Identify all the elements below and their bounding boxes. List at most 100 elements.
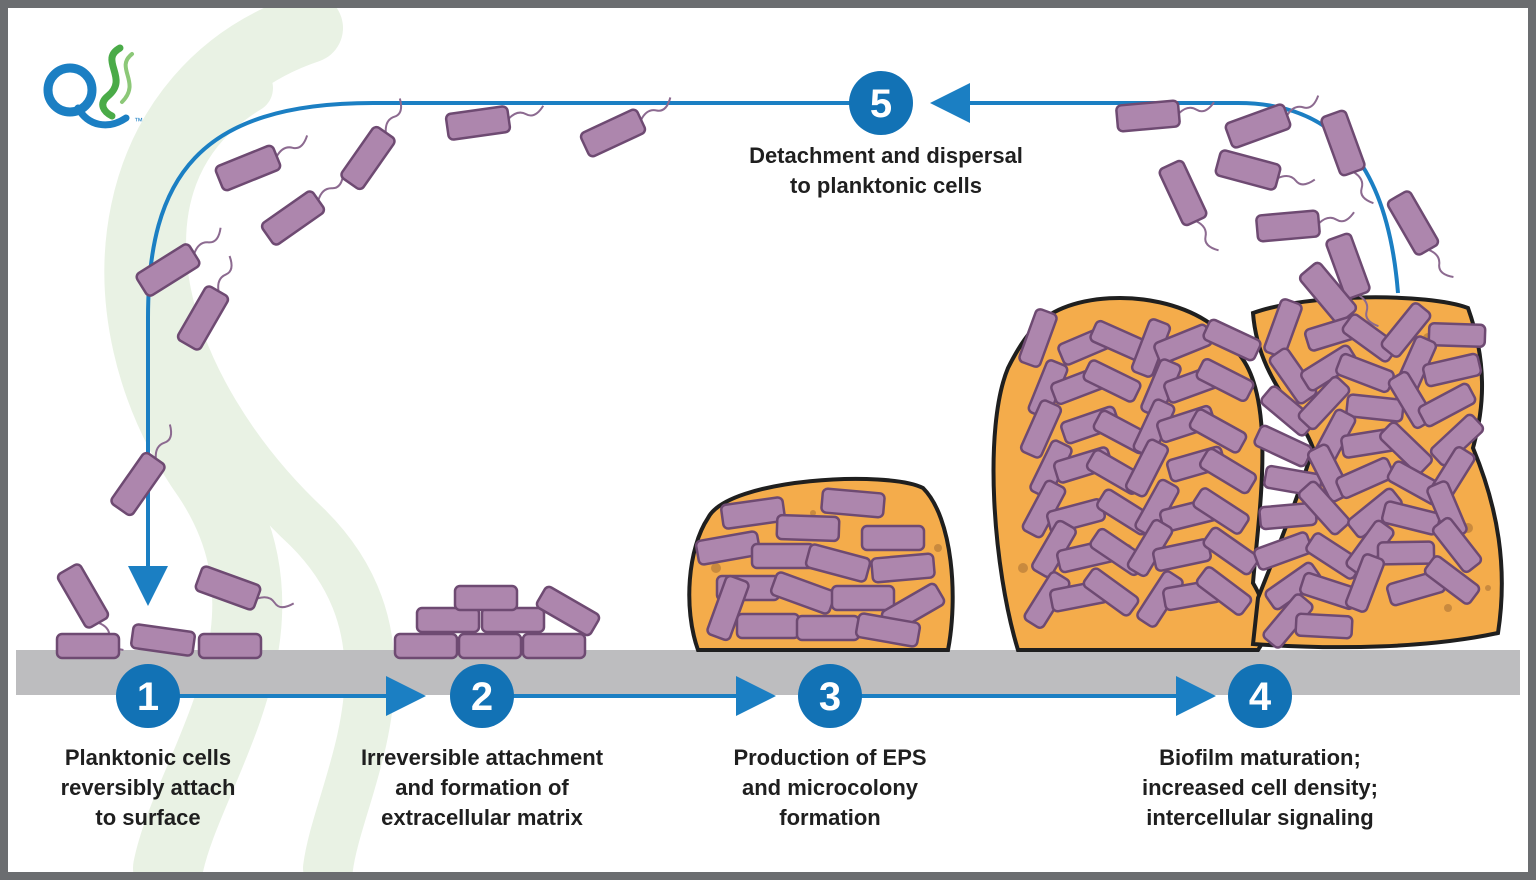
bacterium-cell bbox=[1202, 526, 1260, 576]
step-3-line-2: and microcolony bbox=[741, 775, 919, 800]
bacterium-cell bbox=[1325, 232, 1379, 328]
step-1-label: Planktonic cells reversibly attach to su… bbox=[28, 743, 268, 833]
bacterium-cell bbox=[860, 524, 926, 552]
bacterium-cell bbox=[1195, 357, 1255, 403]
diagram-canvas: 1 2 3 4 5 ™ bbox=[16, 8, 1520, 872]
bacterium-cell bbox=[1115, 99, 1215, 133]
bacterium-cell bbox=[1421, 352, 1483, 388]
step-3-number: 3 bbox=[819, 675, 841, 719]
step-2-label: Irreversible attachment and formation of… bbox=[332, 743, 632, 833]
logo-trademark: ™ bbox=[134, 116, 143, 126]
bacterium-cell bbox=[1018, 308, 1058, 368]
bacterium-cell bbox=[1379, 421, 1433, 475]
bacterium-cell bbox=[1427, 321, 1487, 349]
bacterium-cell bbox=[804, 543, 872, 583]
bacterium-cell bbox=[340, 98, 403, 191]
step-4-label: Biofilm maturation; increased cell densi… bbox=[1110, 743, 1410, 833]
step-circles: 1 2 3 4 5 bbox=[116, 71, 1292, 728]
bacterium-cell bbox=[457, 632, 523, 660]
step-4-circle: 4 bbox=[1228, 664, 1292, 728]
step-4-line-3: intercellular signaling bbox=[1146, 805, 1374, 830]
bacterium-cell bbox=[870, 552, 936, 584]
step-2-line-3: extracellular matrix bbox=[381, 805, 583, 830]
bacterium-cell bbox=[1082, 567, 1140, 617]
bacterium-cell bbox=[775, 513, 841, 543]
step-5-circle: 5 bbox=[849, 71, 913, 135]
bacterium-cell bbox=[130, 623, 196, 657]
bacterium-cell bbox=[1431, 516, 1483, 574]
step-5-number: 5 bbox=[870, 82, 892, 126]
bacterium-cell bbox=[260, 172, 345, 246]
bacterium-cell bbox=[820, 487, 886, 519]
step-1-number: 1 bbox=[137, 675, 159, 719]
step-2-line-2: and formation of bbox=[395, 775, 569, 800]
bacterium-cell bbox=[1195, 566, 1253, 616]
bacterium-cell bbox=[135, 227, 222, 297]
logo-green-wave bbox=[99, 44, 124, 120]
step-5-label: Detachment and dispersal to planktonic c… bbox=[726, 141, 1046, 201]
step-2-number: 2 bbox=[471, 675, 493, 719]
bacterium-cell bbox=[1417, 382, 1477, 428]
bacterium-cell bbox=[480, 606, 546, 634]
bacterium-cell bbox=[194, 565, 295, 611]
bacterium-cell bbox=[214, 135, 309, 192]
bacterium-cell bbox=[1335, 456, 1395, 500]
bacterium-cell bbox=[579, 97, 672, 158]
bacterium-cell bbox=[1294, 612, 1354, 640]
bacterium-cell bbox=[1268, 347, 1318, 405]
qs-logo: ™ bbox=[43, 44, 143, 129]
step-2-line-1: Irreversible attachment bbox=[360, 745, 604, 770]
bacterium-cell bbox=[735, 612, 801, 640]
bacterium-cell bbox=[1198, 447, 1258, 495]
background-swoosh bbox=[104, 8, 395, 872]
step-1-line-1: Planktonic cells bbox=[64, 745, 232, 770]
bacterium-cell bbox=[720, 496, 786, 530]
step-3-line-3: formation bbox=[779, 805, 881, 830]
bacterium-cell bbox=[521, 632, 587, 660]
bacterium-cell bbox=[694, 530, 762, 566]
bacterium-cell bbox=[453, 584, 519, 612]
bacterium-cell bbox=[535, 585, 601, 637]
step-4-number: 4 bbox=[1249, 675, 1272, 719]
bacterium-cell bbox=[1386, 190, 1454, 279]
step-1-circle: 1 bbox=[116, 664, 180, 728]
bacterium-cell bbox=[830, 584, 896, 612]
step-5-line-1: Detachment and dispersal bbox=[749, 143, 1023, 168]
bacterium-cell bbox=[1202, 318, 1262, 362]
step-3-circle: 3 bbox=[798, 664, 862, 728]
step-4-line-1: Biofilm maturation; bbox=[1159, 745, 1361, 770]
bacterium-cell bbox=[1429, 413, 1485, 467]
bacterium-cell bbox=[415, 606, 481, 634]
step-1-line-2: reversibly attach bbox=[60, 775, 236, 800]
bacterium-cell bbox=[706, 574, 750, 642]
bacterium-cell bbox=[1019, 399, 1063, 459]
step-4-line-2: increased cell density; bbox=[1142, 775, 1378, 800]
bacterium-cell bbox=[1380, 302, 1432, 358]
bacterium-cell bbox=[176, 255, 233, 351]
bacterium-cell bbox=[795, 614, 861, 642]
bacterium-cell bbox=[1297, 375, 1351, 431]
bacterium-cell bbox=[1376, 540, 1436, 566]
bacterium-cell bbox=[1192, 487, 1250, 535]
bacterium-cell bbox=[1158, 159, 1219, 252]
step-1-line-3: to surface bbox=[95, 805, 201, 830]
bacterium-cell bbox=[55, 632, 121, 660]
bacterium-cell bbox=[1188, 408, 1248, 454]
bacteria-cells bbox=[55, 95, 1487, 660]
step-3-label: Production of EPS and microcolony format… bbox=[700, 743, 960, 833]
bacterium-cell bbox=[197, 632, 263, 660]
bacterium-cell bbox=[1297, 480, 1351, 536]
bacterium-cell bbox=[110, 424, 173, 517]
bacterium-cell bbox=[1224, 95, 1320, 149]
step-2-circle: 2 bbox=[450, 664, 514, 728]
step-3-line-1: Production of EPS bbox=[733, 745, 927, 770]
bacterium-cell bbox=[1423, 555, 1481, 605]
bacterium-cell bbox=[393, 632, 459, 660]
bacterium-cell bbox=[1320, 109, 1374, 205]
bacterium-cell bbox=[1214, 149, 1316, 191]
bacterium-cell bbox=[854, 612, 922, 648]
bacterium-cell bbox=[444, 105, 545, 141]
bacterium-cell bbox=[1124, 438, 1170, 498]
step-5-line-2: to planktonic cells bbox=[790, 173, 982, 198]
